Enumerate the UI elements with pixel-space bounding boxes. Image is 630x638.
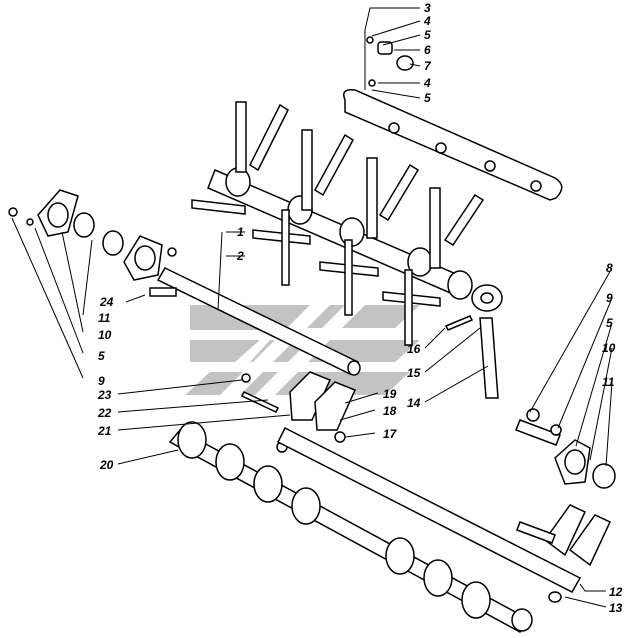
left-bearing-set (8, 189, 177, 281)
bolt-washer-set (366, 36, 414, 87)
callout-11: 11 (602, 375, 615, 389)
callout-2: 2 (236, 249, 244, 263)
auger-screw (168, 421, 533, 633)
callout-4: 4 (423, 76, 431, 90)
callout-20: 20 (99, 458, 114, 472)
callout-4: 4 (423, 14, 431, 28)
rod (149, 267, 361, 376)
callout-23: 23 (97, 388, 112, 402)
callout-12: 12 (609, 585, 623, 599)
callout-6: 6 (424, 43, 431, 57)
callout-5: 5 (424, 91, 431, 105)
callout-3: 3 (424, 1, 431, 15)
callout-10: 10 (98, 328, 112, 342)
callout-5: 5 (424, 28, 431, 42)
mounting-plate (343, 88, 563, 201)
callout-labels: 3 4 5 6 7 4 5 1 2 24 11 10 5 9 23 22 21 … (97, 1, 623, 615)
shaft-assembly (191, 101, 485, 346)
callout-18: 18 (383, 404, 397, 418)
callout-9: 9 (606, 291, 613, 305)
perforated-bar (276, 426, 582, 603)
callout-9: 9 (98, 374, 105, 388)
callout-17: 17 (383, 427, 398, 441)
callout-16: 16 (407, 342, 421, 356)
callout-24: 24 (99, 295, 114, 309)
callout-10: 10 (602, 341, 616, 355)
callout-14: 14 (407, 396, 421, 410)
callout-22: 22 (97, 406, 112, 420)
callout-5: 5 (98, 349, 105, 363)
callout-15: 15 (407, 366, 421, 380)
callout-13: 13 (609, 601, 623, 615)
callout-1: 1 (237, 225, 244, 239)
callout-8: 8 (606, 261, 613, 275)
callout-21: 21 (97, 424, 112, 438)
leader-lines (11, 7, 613, 608)
callout-7: 7 (424, 59, 432, 73)
right-bearing-set (515, 408, 616, 567)
callout-11: 11 (98, 311, 111, 325)
collar-and-pin (444, 284, 503, 399)
callout-19: 19 (383, 387, 397, 401)
callout-5: 5 (606, 316, 613, 330)
